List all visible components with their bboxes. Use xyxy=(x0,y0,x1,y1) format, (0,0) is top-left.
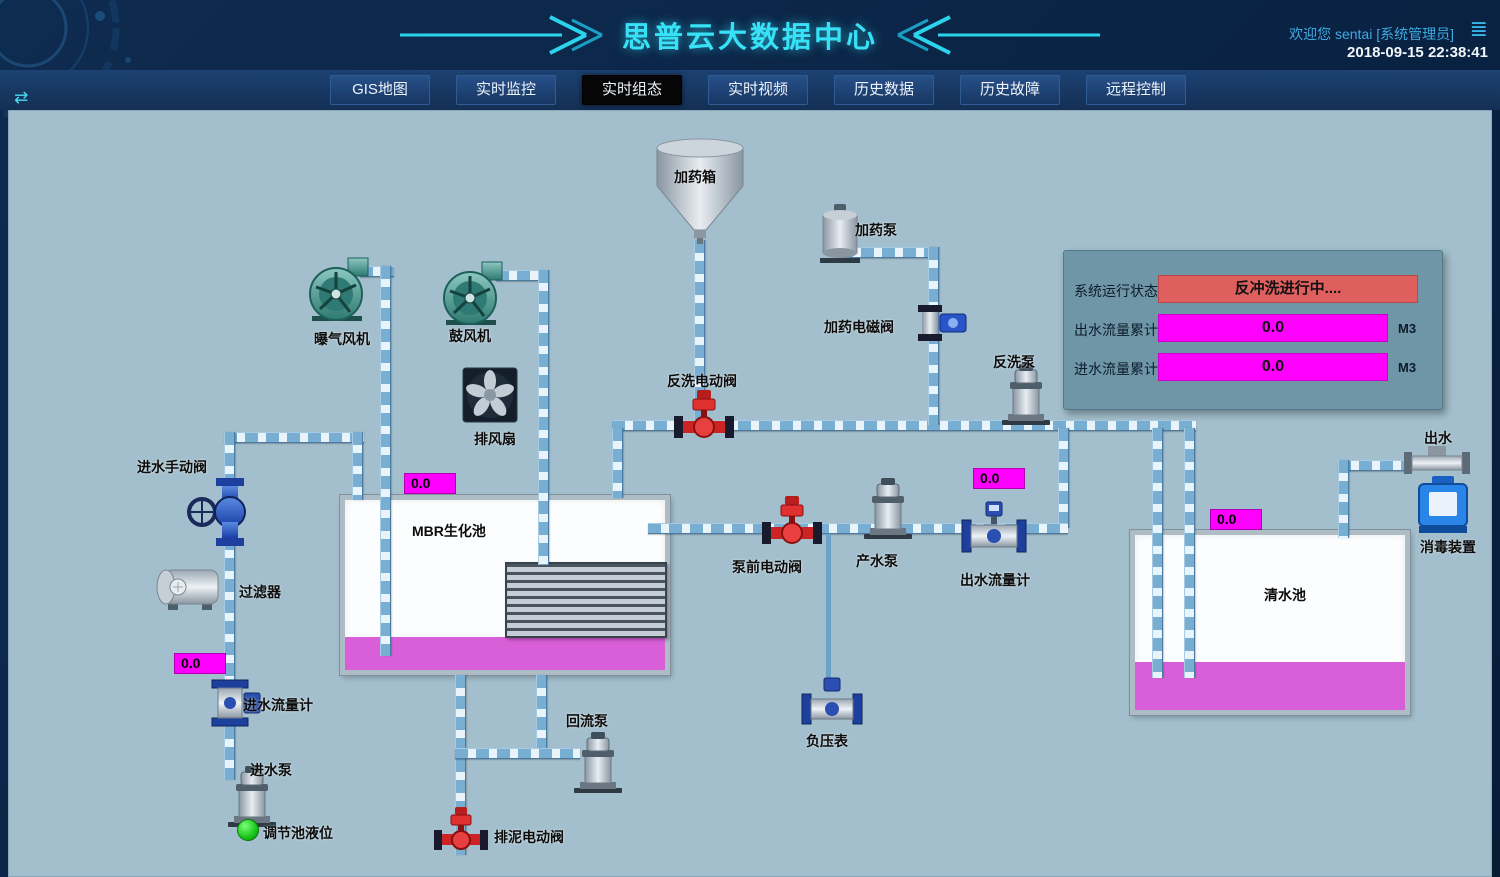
clean-water-tank xyxy=(1129,529,1411,716)
pipe xyxy=(1338,460,1412,471)
status-row-label: 进水流量累计 xyxy=(1074,361,1158,377)
pipe xyxy=(1058,428,1069,528)
water-outlet-icon[interactable] xyxy=(1404,444,1470,480)
tab-realtime-video[interactable]: 实时视频 xyxy=(708,75,808,105)
mbr-level-display: 0.0 xyxy=(404,473,456,494)
status-row-label: 出水流量累计 xyxy=(1074,322,1158,338)
backwash-valve-icon[interactable] xyxy=(672,388,736,442)
regulating-tank-level-indicator xyxy=(237,819,259,841)
sludge-valve-label: 排泥电动阀 xyxy=(494,829,564,845)
exhaust-fan-label: 排风扇 xyxy=(474,431,516,447)
product-pump-label: 产水泵 xyxy=(856,553,898,569)
pipe xyxy=(455,748,580,759)
pipe xyxy=(536,675,547,755)
tab-realtime-monitor[interactable]: 实时监控 xyxy=(456,75,556,105)
title-left-decoration xyxy=(400,15,603,55)
pipe xyxy=(538,270,549,565)
pipe xyxy=(224,432,364,443)
tab-remote-control[interactable]: 远程控制 xyxy=(1086,75,1186,105)
clean-tank-level-display: 0.0 xyxy=(1210,509,1262,530)
tab-history-fault[interactable]: 历史故障 xyxy=(960,75,1060,105)
outlet-flow-meter-icon[interactable] xyxy=(960,500,1028,556)
water-outlet-label: 出水 xyxy=(1424,430,1452,446)
welcome-user-text[interactable]: 欢迎您 sentai [系统管理员] xyxy=(1289,26,1454,42)
outlet-flow-total-value: 0.0 xyxy=(1158,314,1388,342)
aeration-blower-icon[interactable] xyxy=(306,256,378,322)
pipe xyxy=(1338,460,1349,538)
pipe xyxy=(840,247,932,258)
product-pump-icon[interactable] xyxy=(862,476,914,540)
unit-label: M3 xyxy=(1398,321,1417,336)
reflux-pump-label: 回流泵 xyxy=(566,713,608,729)
dosing-tank-icon[interactable] xyxy=(654,136,746,246)
header: 思普云大数据中心 欢迎您 sentai [系统管理员] 2018-09-15 2… xyxy=(0,0,1500,70)
exhaust-fan-icon[interactable] xyxy=(462,366,518,426)
pipe xyxy=(455,675,466,855)
pipe xyxy=(612,420,1196,431)
status-panel: 系统运行状态 反冲洗进行中.... 出水流量累计 0.0 M3 进水流量累计 0… xyxy=(1063,250,1443,410)
disinfection-device-label: 消毒装置 xyxy=(1420,539,1476,555)
inlet-flow-meter-label: 进水流量计 xyxy=(243,697,313,713)
sludge-valve-icon[interactable] xyxy=(432,806,490,854)
vacuum-gauge-label: 负压表 xyxy=(806,733,848,749)
mbr-membrane-module xyxy=(505,562,667,638)
disinfection-device-icon[interactable] xyxy=(1416,476,1470,536)
backwash-valve-label: 反洗电动阀 xyxy=(667,373,737,389)
backwash-pump-icon[interactable] xyxy=(1000,362,1052,426)
filter-label: 过滤器 xyxy=(239,584,281,600)
clean-water-tank-liquid xyxy=(1135,662,1405,710)
unit-label: M3 xyxy=(1398,360,1417,375)
pipe xyxy=(360,266,394,277)
menu-icon[interactable]: ≣ xyxy=(1469,16,1488,41)
filter-icon[interactable] xyxy=(154,564,226,612)
outlet-flow-display: 0.0 xyxy=(973,468,1025,489)
scada-canvas: 系统运行状态 反冲洗进行中.... 出水流量累计 0.0 M3 进水流量累计 0… xyxy=(8,110,1492,877)
blower-label: 鼓风机 xyxy=(449,328,491,344)
inlet-flow-meter-icon[interactable] xyxy=(206,679,262,727)
pipe xyxy=(1152,428,1163,678)
page-title: 思普云大数据中心 xyxy=(621,22,879,54)
tab-history-data[interactable]: 历史数据 xyxy=(834,75,934,105)
outlet-flow-meter-label: 出水流量计 xyxy=(960,572,1030,588)
inlet-flow-total-value: 0.0 xyxy=(1158,353,1388,381)
status-row-label: 系统运行状态 xyxy=(1074,283,1158,299)
pipe xyxy=(648,523,1068,534)
dosing-pump-icon[interactable] xyxy=(818,202,862,264)
aeration-blower-label: 曝气风机 xyxy=(314,331,370,347)
inlet-pump-label: 进水泵 xyxy=(250,762,292,778)
pipe xyxy=(496,270,542,281)
mbr-tank-label: MBR生化池 xyxy=(412,523,486,539)
pipe xyxy=(612,428,623,498)
pipe xyxy=(1184,428,1195,678)
prepump-valve-label: 泵前电动阀 xyxy=(732,559,802,575)
reflux-pump-icon[interactable] xyxy=(572,730,624,794)
mbr-tank-liquid xyxy=(345,637,665,670)
datetime-text: 2018-09-15 22:38:41 xyxy=(1347,44,1488,61)
blower-icon[interactable] xyxy=(440,260,512,326)
gauge-sense-line xyxy=(826,534,831,682)
pipe xyxy=(694,240,705,425)
vacuum-gauge-icon[interactable] xyxy=(800,676,864,730)
backwash-pump-label: 反洗泵 xyxy=(993,354,1035,370)
pipe xyxy=(380,266,391,656)
regulating-tank-level-label: 调节池液位 xyxy=(263,825,333,841)
tab-gis-map[interactable]: GIS地图 xyxy=(330,75,430,105)
nav-bar: GIS地图 实时监控 实时组态 实时视频 历史数据 历史故障 远程控制 xyxy=(0,70,1500,110)
clean-water-tank-label: 清水池 xyxy=(1264,587,1306,603)
dosing-solenoid-valve-icon[interactable] xyxy=(910,303,970,343)
system-status-value: 反冲洗进行中.... xyxy=(1158,275,1418,303)
prepump-valve-icon[interactable] xyxy=(760,494,824,548)
tab-realtime-mimic[interactable]: 实时组态 xyxy=(582,75,682,105)
sidebar-toggle-icon[interactable]: ⇄ xyxy=(14,88,29,107)
title-right-decoration xyxy=(897,15,1100,55)
dosing-tank-label: 加药箱 xyxy=(674,169,716,185)
inlet-manual-valve-icon[interactable] xyxy=(187,476,258,548)
pipe xyxy=(352,432,363,500)
pipe xyxy=(224,432,235,780)
inlet-manual-valve-label: 进水手动阀 xyxy=(137,459,207,475)
dosing-solenoid-valve-label: 加药电磁阀 xyxy=(824,319,894,335)
inlet-flow-display: 0.0 xyxy=(174,653,226,674)
dosing-pump-label: 加药泵 xyxy=(855,222,897,238)
